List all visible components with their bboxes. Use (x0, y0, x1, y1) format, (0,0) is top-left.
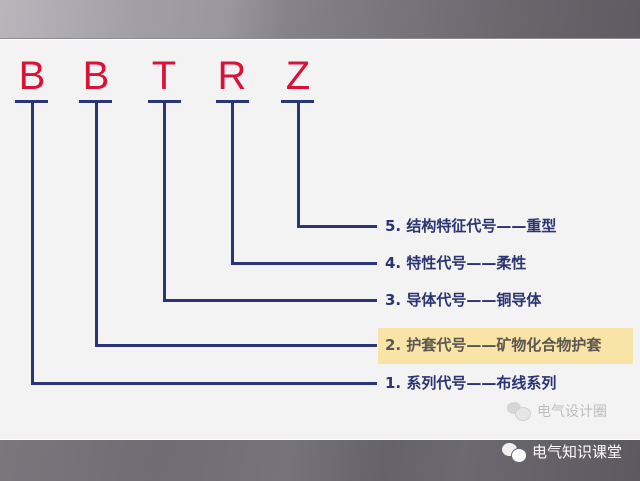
label-characteristic: 4. 特性代号——柔性 (385, 254, 527, 272)
watermark-faint: 电气设计圈 (507, 401, 607, 421)
hline-4 (231, 262, 377, 265)
letter-t-conductor: T (151, 54, 177, 98)
letter-b-sheath: B (82, 54, 110, 98)
hline-2 (95, 344, 377, 347)
bottom-decorative-band (0, 439, 640, 481)
hline-3 (163, 299, 377, 302)
vline-3 (163, 101, 166, 302)
hline-5 (297, 225, 377, 228)
letter-b-series: B (18, 54, 46, 98)
highlight-box (378, 328, 633, 364)
watermark-bottom: 电气知识课堂 (502, 441, 623, 463)
top-decorative-band (0, 0, 640, 40)
label-sheath: 2. 护套代号——矿物化合物护套 (385, 336, 602, 354)
vline-5 (297, 101, 300, 228)
label-series: 1. 系列代号——布线系列 (385, 374, 557, 392)
vline-4 (231, 101, 234, 265)
letter-z-structure: Z (285, 54, 311, 98)
letter-r-characteristic: R (217, 54, 247, 98)
label-structure: 5. 结构特征代号——重型 (385, 217, 557, 235)
watermark-bottom-text: 电气知识课堂 (532, 443, 623, 461)
wechat-icon (502, 442, 527, 463)
watermark-faint-text: 电气设计圈 (537, 404, 607, 420)
wechat-icon (507, 401, 531, 421)
vline-2 (95, 101, 98, 347)
label-conductor: 3. 导体代号——铜导体 (385, 291, 542, 309)
vline-1 (31, 101, 34, 385)
hline-1 (31, 382, 377, 385)
